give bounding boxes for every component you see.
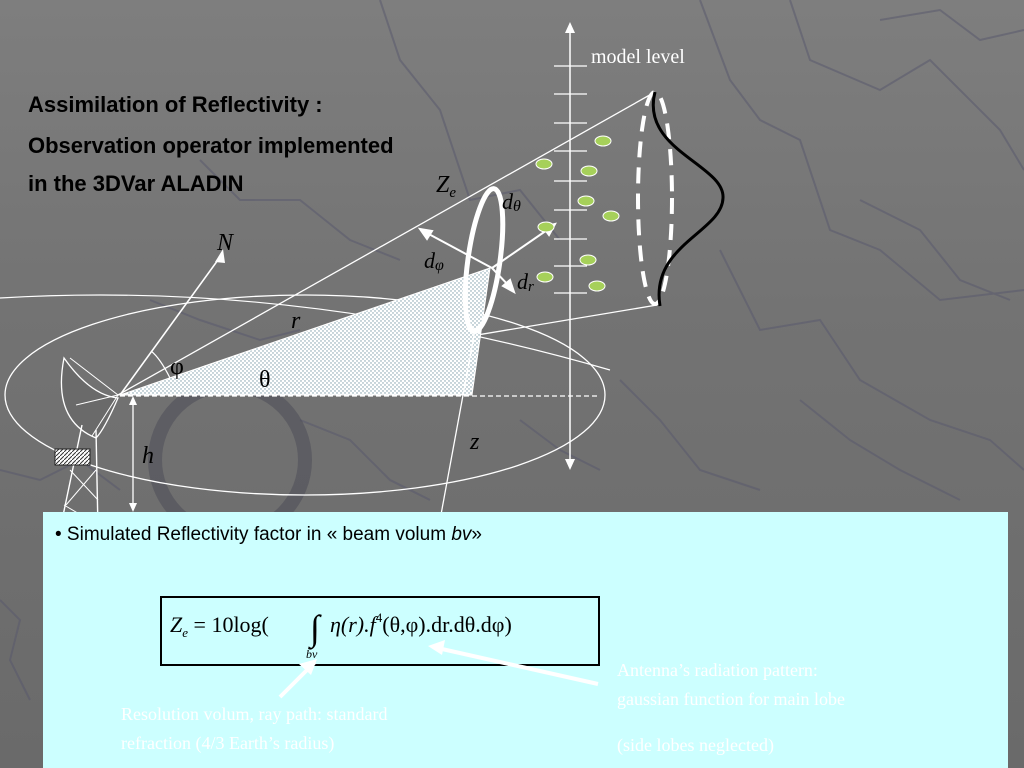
phi-label: φ xyxy=(170,354,184,380)
z-label: z xyxy=(469,429,480,455)
svg-text:bv: bv xyxy=(306,647,318,661)
ze-label: Ze xyxy=(436,172,456,201)
background-contours xyxy=(0,0,1024,701)
slide-title-line-2: Observation operator implemented xyxy=(28,133,394,158)
r-label: r xyxy=(291,308,301,334)
observation-dots xyxy=(535,135,620,292)
dphi-label: dφ xyxy=(424,248,444,274)
height-arrowhead-bottom xyxy=(129,503,137,512)
note-resolution: Resolution volum, ray path: standard ref… xyxy=(121,704,388,753)
north-arrowhead xyxy=(215,249,225,263)
horizon-ellipse xyxy=(4,294,606,496)
dtheta-label: dθ xyxy=(502,189,521,215)
phi-arc xyxy=(150,350,171,379)
model-level-axis-top-arrow xyxy=(565,22,575,33)
north-vector xyxy=(119,252,224,396)
beam-dashed-ellipse xyxy=(636,90,674,306)
slide-title-line-1: Assimilation of Reflectivity : xyxy=(28,92,323,117)
formula-equation: Ze = 10log( ∫ bv η(r).f4(θ,φ).dr.dθ.dφ) xyxy=(170,608,512,661)
north-label: N xyxy=(216,230,235,256)
formula-box: Ze = 10log( ∫ bv η(r).f4(θ,φ).dr.dθ.dφ) xyxy=(160,596,600,666)
svg-text:Ze = 10log(: Ze = 10log( xyxy=(170,612,269,640)
model-level-axis-bottom-arrow xyxy=(565,459,575,470)
svg-text:∫: ∫ xyxy=(308,608,322,650)
svg-text:η(r).f4(θ,φ).dr.dθ.dφ): η(r).f4(θ,φ).dr.dθ.dφ) xyxy=(330,610,512,637)
formula-panel: • Simulated Reflectivity factor in « bea… xyxy=(43,512,1008,768)
bullet-text: • Simulated Reflectivity factor in « bea… xyxy=(55,524,482,545)
slide-title-line-3: in the 3DVar ALADIN xyxy=(28,171,244,196)
height-arrowhead-top xyxy=(129,396,137,405)
z-line xyxy=(439,329,476,521)
theta-label: θ xyxy=(259,367,271,393)
earth-curve-top xyxy=(0,294,611,371)
h-label: h xyxy=(142,443,154,469)
model-level-label: model level xyxy=(591,46,685,68)
model-level-ticks xyxy=(554,65,587,294)
radar-antenna xyxy=(54,356,119,531)
dr-label: dr xyxy=(517,269,534,295)
callout-arrows xyxy=(278,640,599,699)
note-antenna: Antenna’s radiation pattern: gaussian fu… xyxy=(617,660,845,755)
gaussian-curve xyxy=(651,91,725,307)
beam-volume-triangle xyxy=(119,267,491,396)
